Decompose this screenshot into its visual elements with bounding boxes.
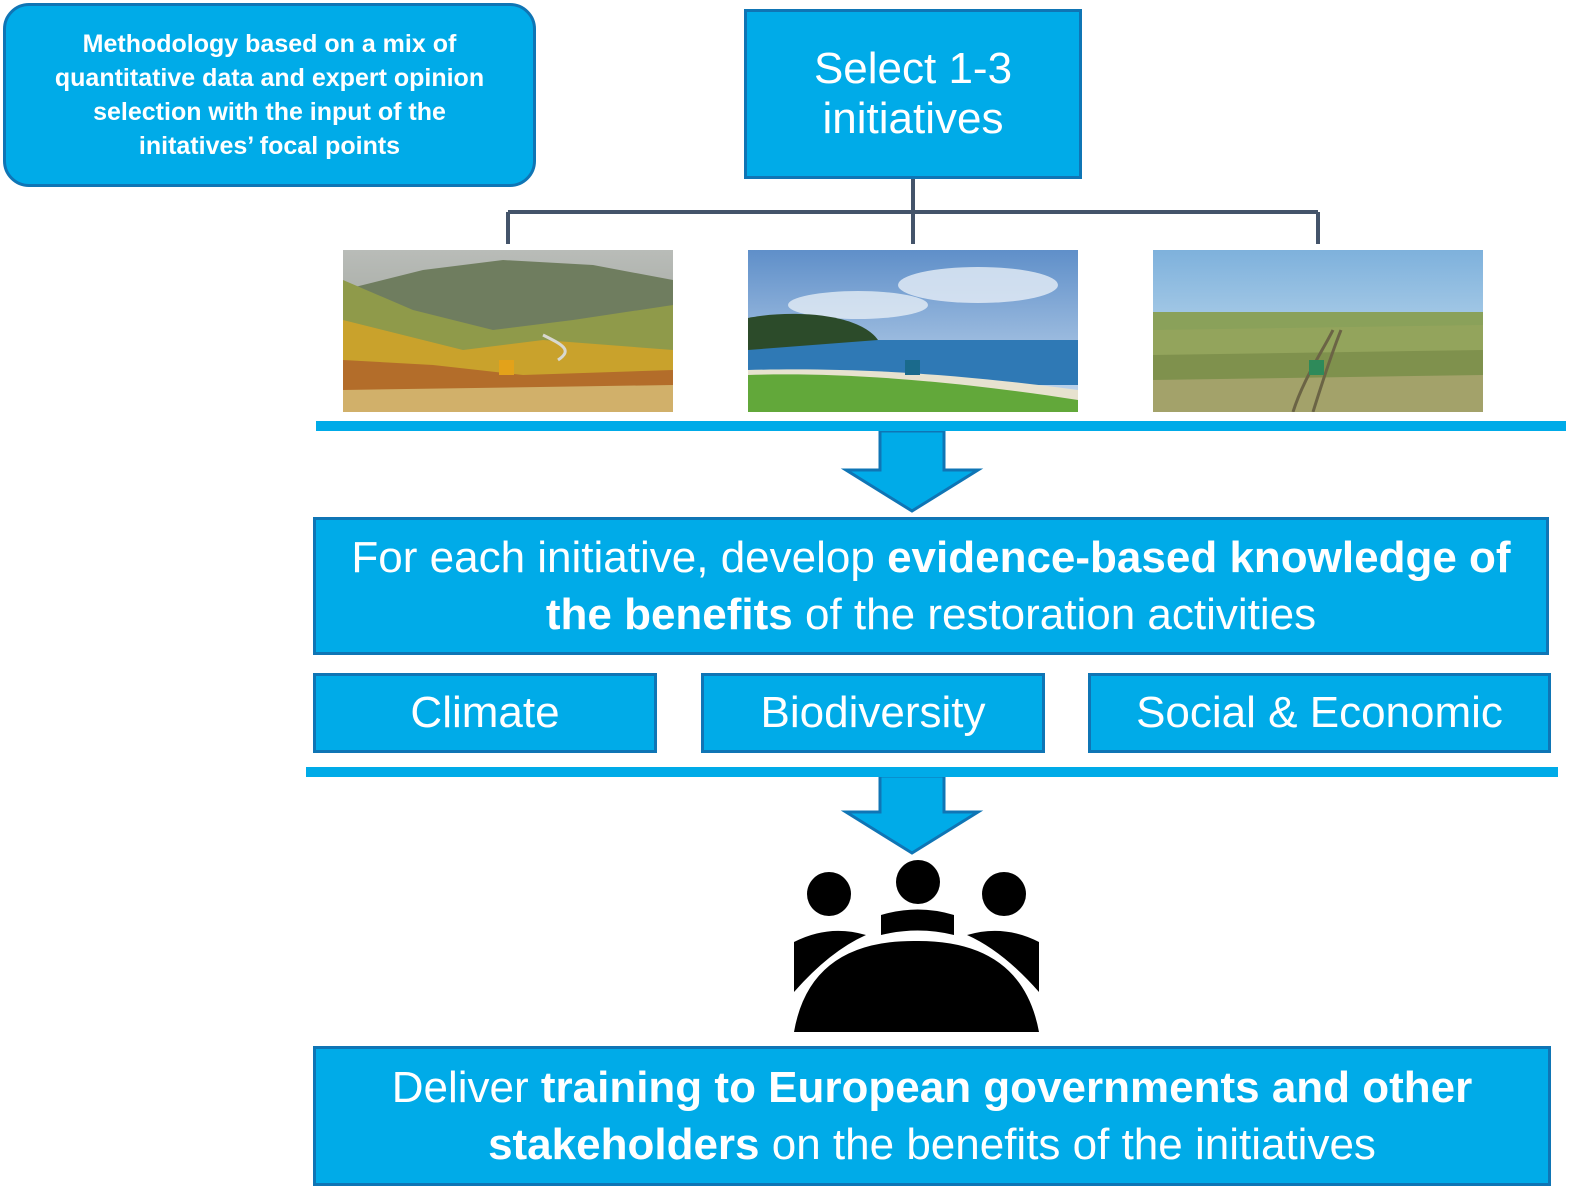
- tree-connector: [506, 179, 1320, 244]
- select-box-line1: Select 1-3: [813, 44, 1013, 93]
- category-climate: Climate: [313, 673, 657, 753]
- category-biodiversity: Biodiversity: [701, 673, 1045, 753]
- methodology-note-text: Methodology based on a mix of quantitati…: [54, 30, 485, 160]
- deliver-training-box: Deliver training to European governments…: [313, 1046, 1551, 1186]
- down-arrow-icon: [840, 429, 984, 513]
- mountain-valley-image: [343, 250, 673, 412]
- divider-line: [316, 421, 1566, 431]
- divider-line-2: [306, 767, 1558, 777]
- category-climate-label: Climate: [410, 688, 560, 737]
- develop-knowledge-box: For each initiative, develop evidence-ba…: [313, 517, 1549, 655]
- deliver-text-1: Deliver: [391, 1063, 541, 1112]
- select-box-line2: initiatives: [822, 94, 1004, 143]
- deliver-text-bold: training to European governments and oth…: [488, 1063, 1473, 1169]
- grassland-field-image: [1153, 250, 1483, 412]
- category-biodiversity-label: Biodiversity: [760, 688, 986, 737]
- image-marker: [499, 360, 514, 375]
- select-initiatives-box: Select 1-3 initiatives: [744, 9, 1082, 179]
- develop-text-2: of the restoration activities: [792, 590, 1317, 639]
- down-arrow-icon-2: [840, 774, 984, 855]
- deliver-text-2: on the benefits of the initiatives: [759, 1120, 1376, 1169]
- develop-text-bold: evidence-based knowledge of the benefits: [545, 533, 1511, 639]
- methodology-note: Methodology based on a mix of quantitati…: [3, 3, 536, 187]
- image-marker: [1309, 360, 1324, 375]
- develop-text-1: For each initiative, develop: [351, 533, 888, 582]
- image-marker: [905, 360, 920, 375]
- coastal-beach-image: [748, 250, 1078, 412]
- category-social-economic: Social & Economic: [1088, 673, 1551, 753]
- category-social-economic-label: Social & Economic: [1136, 688, 1503, 737]
